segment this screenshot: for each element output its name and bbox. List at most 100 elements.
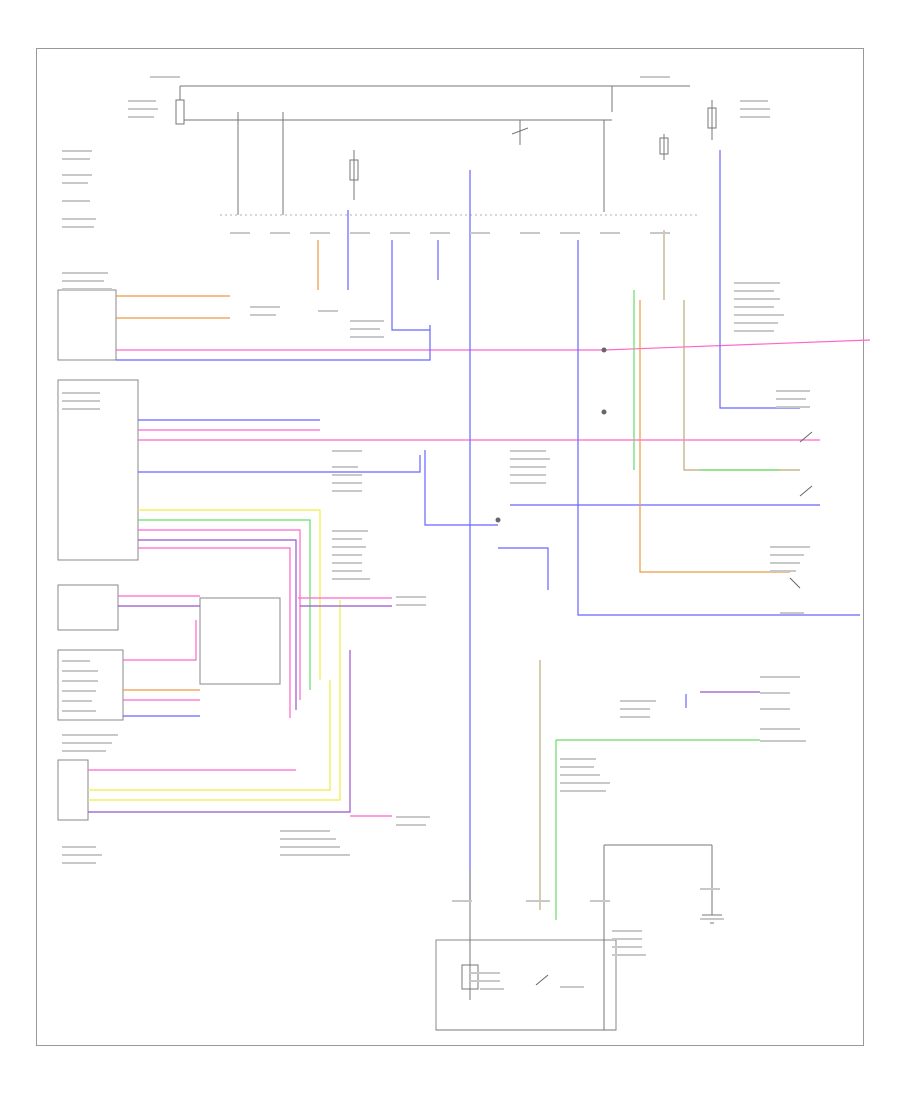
illegible-label-mark [62, 280, 104, 282]
switch-2 [799, 485, 813, 497]
illegible-label-mark [560, 790, 606, 792]
illegible-label-mark [776, 398, 806, 400]
illegible-label-mark [760, 740, 806, 742]
illegible-label-mark [250, 314, 276, 316]
illegible-label-mark [650, 232, 670, 234]
illegible-label-mark [332, 482, 362, 484]
wire-orange-34 [639, 300, 790, 573]
illegible-label-mark [350, 232, 370, 234]
illegible-label-mark [734, 314, 784, 316]
module-box-sensor [57, 584, 119, 631]
illegible-label-mark [560, 766, 594, 768]
illegible-label-mark [560, 232, 580, 234]
illegible-label-mark [270, 232, 290, 234]
illegible-label-mark [62, 392, 100, 394]
illegible-label-mark [430, 232, 450, 234]
wire-blue-26 [391, 240, 430, 331]
illegible-label-mark [776, 390, 810, 392]
illegible-label-mark [780, 612, 804, 614]
illegible-label-mark [62, 218, 96, 220]
wire-pink-11 [138, 529, 301, 700]
illegible-label-mark [62, 710, 96, 712]
wire-blue-8 [138, 455, 421, 473]
switches [495, 347, 813, 986]
wire-blue-30 [498, 547, 549, 590]
illegible-label-mark [590, 900, 610, 902]
illegible-label-mark [62, 690, 96, 692]
illegible-label-mark [62, 700, 92, 702]
switch-1 [799, 431, 813, 443]
illegible-label-mark [612, 930, 642, 932]
illegible-label-mark [62, 854, 102, 856]
illegible-label-mark [62, 158, 90, 160]
illegible-label-mark [760, 708, 790, 710]
illegible-label-mark [280, 830, 330, 832]
illegible-label-mark [62, 750, 106, 752]
wire-tan-33 [683, 300, 800, 471]
illegible-label-mark [510, 458, 550, 460]
illegible-label-mark [770, 546, 810, 548]
wire-pink-1 [430, 339, 871, 351]
illegible-label-mark [332, 546, 366, 548]
illegible-label-mark [734, 290, 774, 292]
illegible-label-mark [332, 562, 362, 564]
illegible-label-mark [734, 330, 774, 332]
illegible-label-mark [510, 482, 546, 484]
illegible-label-mark [332, 450, 362, 452]
power-distribution-area [175, 85, 717, 215]
illegible-label-mark [128, 116, 154, 118]
illegible-label-mark [640, 76, 670, 78]
illegible-label-mark [770, 562, 800, 564]
module-outlines [57, 289, 617, 1031]
illegible-label-mark [470, 232, 490, 234]
illegible-label-mark [62, 272, 108, 274]
illegible-label-mark [350, 336, 384, 338]
illegible-label-mark [332, 466, 358, 468]
illegible-label-mark [734, 306, 774, 308]
illegible-label-mark [62, 680, 98, 682]
splice-3 [495, 517, 501, 523]
wire-yellow-9 [138, 509, 321, 680]
illegible-label-mark [390, 232, 410, 234]
module-box-powertrain [57, 289, 117, 361]
wire-blue-28 [719, 150, 800, 409]
illegible-label-mark [128, 108, 158, 110]
illegible-label-mark [396, 596, 426, 598]
illegible-label-mark [332, 554, 362, 556]
illegible-label-mark [760, 728, 800, 730]
illegible-label-mark [510, 474, 546, 476]
illegible-label-mark [734, 282, 780, 284]
fuse-far-right [659, 137, 669, 155]
wire-pink-13 [138, 547, 291, 718]
illegible-label-mark [62, 734, 118, 736]
wires [88, 150, 871, 920]
illegible-label-mark [560, 774, 600, 776]
illegible-label-mark [612, 954, 646, 956]
illegible-label-mark [480, 988, 504, 990]
illegible-label-mark [62, 846, 96, 848]
wire-blue-27 [577, 240, 860, 616]
illegible-label-mark [396, 604, 426, 606]
illegible-label-mark [62, 742, 112, 744]
illegible-label-mark [620, 708, 650, 710]
illegible-label-mark [62, 660, 90, 662]
illegible-label-mark [310, 232, 330, 234]
illegible-label-mark [280, 854, 350, 856]
illegible-label-mark [770, 570, 796, 572]
illegible-label-mark [128, 100, 156, 102]
illegible-label-mark [740, 108, 770, 110]
illegible-label-mark [150, 76, 180, 78]
illegible-label-mark [62, 150, 92, 152]
illegible-label-mark [520, 232, 540, 234]
illegible-label-mark [62, 288, 112, 290]
module-box-transmission-range [57, 379, 139, 561]
starter-circuit [436, 844, 722, 1031]
illegible-label-mark [734, 322, 778, 324]
module-box-shift-lock [199, 597, 281, 685]
wire-purple-12 [138, 539, 297, 710]
diagram-frame [36, 48, 864, 1046]
illegible-label-mark [526, 900, 550, 902]
illegible-label-mark [230, 232, 250, 234]
illegible-label-mark [620, 716, 650, 718]
